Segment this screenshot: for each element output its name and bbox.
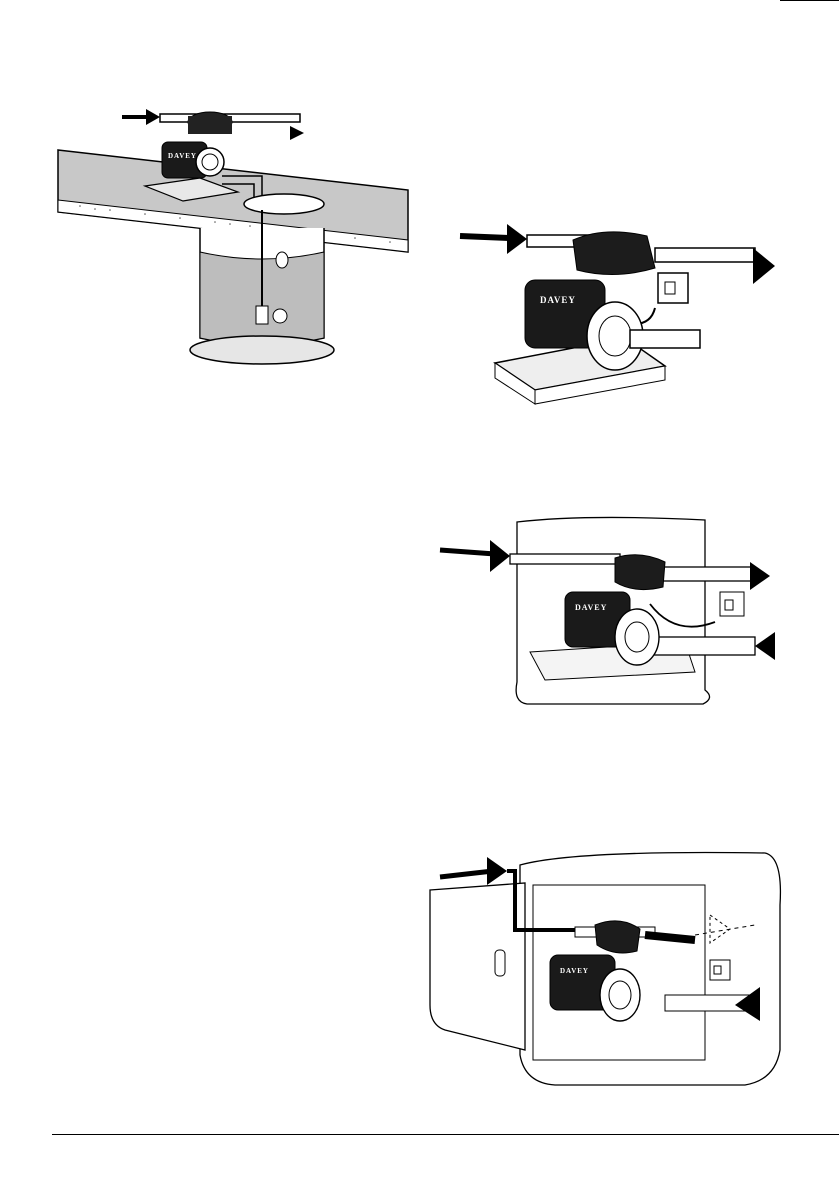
- svg-text:DAVEY: DAVEY: [560, 967, 589, 975]
- inlet-arrow: [122, 109, 160, 125]
- inlet-arrow: [460, 224, 527, 254]
- power-switch: [658, 273, 688, 303]
- power-switch: [710, 960, 730, 980]
- return-arrow: [755, 632, 775, 660]
- figure-pump-in-cabinet: DAVEY: [425, 845, 785, 1095]
- pump-motor: DAVEY: [162, 142, 224, 178]
- figure-pump-on-base: DAVEY: [455, 218, 785, 408]
- outlet-arrow: [290, 126, 304, 140]
- svg-text:DAVEY: DAVEY: [540, 295, 576, 305]
- cabinet-door: [430, 883, 525, 1050]
- top-rule: [780, 0, 839, 1]
- figure-tank-installation: DAVEY: [50, 100, 420, 375]
- svg-text:DAVEY: DAVEY: [168, 152, 197, 160]
- outlet-arrow: [750, 562, 770, 590]
- svg-text:DAVEY: DAVEY: [575, 603, 607, 612]
- water-tank: [190, 210, 334, 364]
- inlet-arrow: [440, 540, 510, 572]
- power-switch: [720, 592, 744, 616]
- outlet-arrow: [753, 248, 775, 284]
- footer-rule: [52, 1134, 839, 1135]
- figure-pump-in-enclosure: DAVEY: [435, 512, 795, 712]
